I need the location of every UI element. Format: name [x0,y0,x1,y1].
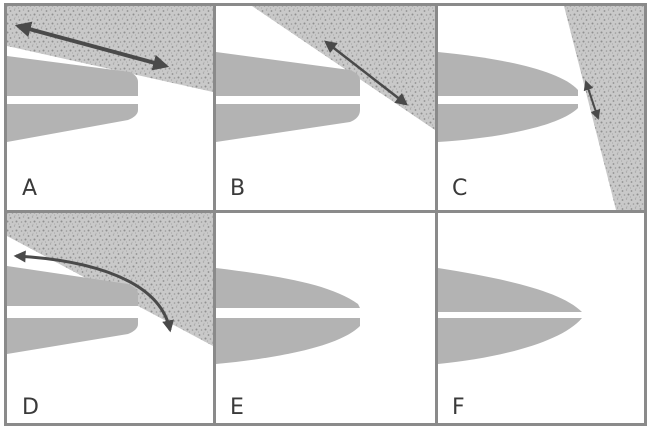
lower-blade-c [438,104,578,142]
lower-blade-a [7,104,138,142]
upper-blade-b [216,52,360,96]
upper-blade-c [438,52,578,96]
panel-f-art [438,268,582,364]
arrow-d [13,250,174,333]
panel-e-art [216,268,360,364]
panel-label-e: E [230,395,244,420]
panel-d-art [7,213,213,354]
panel-c-art [438,6,644,210]
lower-blade-e [216,318,360,364]
lower-blade-b [216,104,360,142]
lower-blade-d [7,318,138,354]
panel-label-c: C [452,176,468,201]
panel-b-art [216,6,435,142]
panel-label-a: A [22,176,38,201]
wedge-c [564,6,644,210]
panel-label-f: F [452,395,465,420]
upper-blade-f [438,268,582,312]
upper-blade-e [216,268,360,308]
lower-blade-f [438,318,582,364]
arrow-c [583,80,601,120]
panel-grid [4,3,647,426]
panel-a-art [7,6,213,142]
arrow-a [14,21,170,71]
panel-label-d: D [22,395,39,420]
panel-label-b: B [230,176,246,201]
arrow-b [324,40,408,106]
